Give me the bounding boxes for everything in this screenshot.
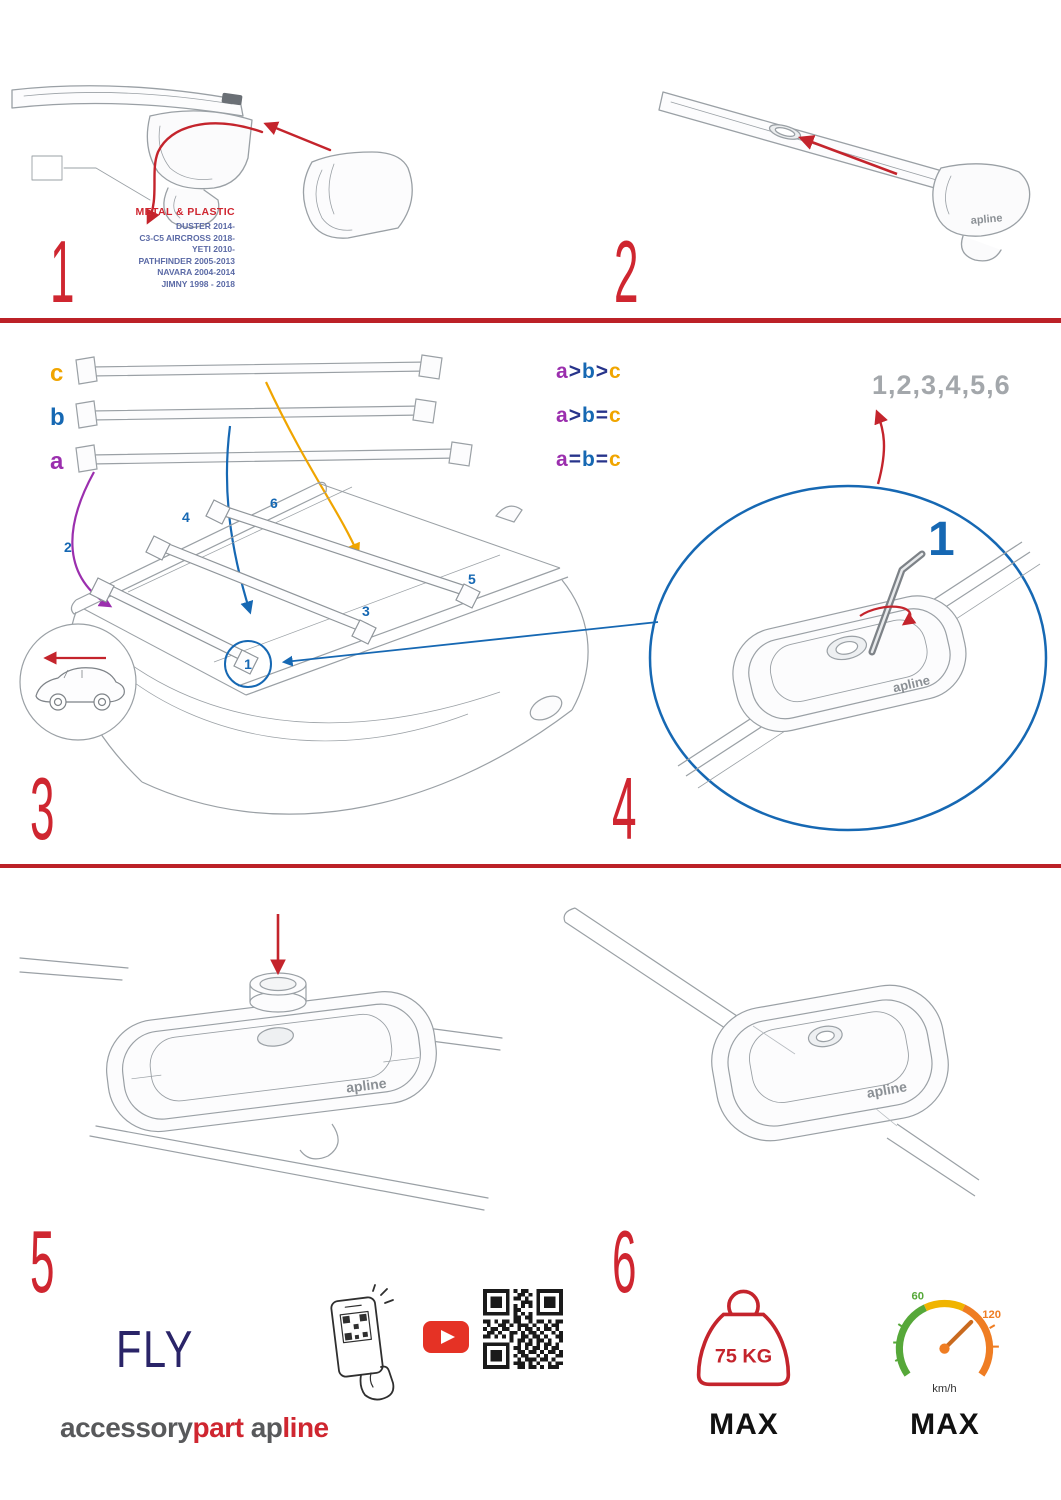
step-1-arrows bbox=[146, 121, 332, 225]
sequence-highlight: 1 bbox=[928, 513, 955, 566]
car-direction-inset bbox=[19, 623, 137, 741]
step-2-illustration: apline bbox=[658, 91, 1031, 262]
lock-knob bbox=[249, 972, 307, 1013]
bar-label-a: a bbox=[50, 448, 64, 475]
side-mirror bbox=[529, 695, 563, 721]
legend-row-1: a>b>c bbox=[556, 360, 622, 383]
section-divider bbox=[0, 864, 1061, 868]
step-1-text-block: METAL & PLASTIC DUSTER 2014- C3-C5 AIRCR… bbox=[95, 206, 235, 290]
product-name: FLY bbox=[116, 1321, 195, 1379]
model-line: NAVARA 2004-2014 bbox=[157, 267, 235, 277]
qr-code-svg bbox=[483, 1289, 563, 1369]
apline-logo-text: apline bbox=[865, 1078, 908, 1101]
material-label: METAL & PLASTIC bbox=[135, 206, 235, 218]
step-1-number: 1 bbox=[50, 222, 75, 321]
legend-row-2: a>b=c bbox=[556, 404, 622, 427]
step-4-illustration: apline bbox=[648, 409, 1048, 832]
mounted-foot: apline bbox=[711, 984, 949, 1142]
legend-row-3: a=b=c bbox=[556, 448, 622, 471]
model-line: JIMNY 1998 - 2018 bbox=[161, 278, 235, 289]
step-3-number: 3 bbox=[30, 759, 55, 858]
speed-unit-label: km/h bbox=[932, 1383, 956, 1395]
model-line: DUSTER 2014- bbox=[175, 221, 235, 231]
step-2-arrow bbox=[798, 135, 898, 176]
crossbar-set bbox=[75, 354, 473, 473]
roof-position-1-ring: 1 bbox=[224, 640, 272, 688]
foot-with-knob: apline bbox=[105, 991, 437, 1133]
allen-key-icon bbox=[868, 550, 926, 656]
bar-badge bbox=[221, 92, 243, 106]
sequence-arrow bbox=[874, 409, 888, 485]
youtube-icon bbox=[423, 1321, 469, 1353]
step-6-number: 6 bbox=[612, 1212, 637, 1311]
apline-logo-text: apline bbox=[970, 212, 1003, 227]
bar-label-c: c bbox=[50, 360, 64, 387]
step-3-illustration bbox=[19, 354, 659, 815]
roof-position-4: 4 bbox=[182, 509, 190, 525]
speedometer-icon: 60 120 km/h bbox=[893, 1290, 1001, 1395]
tightening-sequence: 1,2,3,4,5,6 bbox=[872, 370, 1011, 400]
weight-value: 75 KG bbox=[715, 1345, 772, 1367]
roof-position-6: 6 bbox=[270, 495, 278, 511]
step-1-illustration bbox=[11, 85, 413, 239]
roof-position-2: 2 bbox=[64, 539, 72, 555]
step-2-number: 2 bbox=[614, 222, 639, 321]
roof-position-5: 5 bbox=[468, 571, 476, 587]
step-5-number: 5 bbox=[30, 1212, 55, 1311]
zoom-circle bbox=[648, 484, 1048, 832]
step-5-illustration: apline bbox=[19, 914, 503, 1211]
bar-label-b: b bbox=[50, 404, 65, 431]
zoom-callout-line bbox=[281, 621, 659, 667]
weight-max-icon: 75 KG bbox=[696, 1289, 791, 1387]
weight-max-label: MAX bbox=[709, 1408, 779, 1441]
roof-position-1: 1 bbox=[244, 656, 252, 672]
guide-arrow-c bbox=[265, 381, 360, 557]
car-roof-view bbox=[69, 481, 589, 815]
speed-low-label: 60 bbox=[912, 1290, 925, 1302]
model-line: YETI 2010- bbox=[192, 244, 235, 254]
step-4-number: 4 bbox=[612, 759, 637, 858]
rotate-arrow bbox=[859, 605, 917, 626]
mounted-crossbars bbox=[89, 499, 481, 675]
model-line: C3-C5 AIRCROSS 2018- bbox=[139, 232, 235, 243]
bar-length-legend: a>b>c a>b=c a=b=c bbox=[556, 360, 622, 492]
speed-max-label: MAX bbox=[910, 1408, 980, 1441]
speed-high-label: 120 bbox=[982, 1309, 1001, 1321]
roof-position-3: 3 bbox=[362, 603, 370, 619]
apline-logo-text: apline bbox=[345, 1075, 387, 1096]
brand-logo: accessorypart apline bbox=[60, 1412, 329, 1443]
step-6-illustration: apline bbox=[563, 907, 980, 1197]
phone-scan-icon bbox=[330, 1284, 395, 1401]
model-line: PATHFINDER 2005-2013 bbox=[138, 255, 235, 266]
roof-foot-detail: apline bbox=[732, 595, 967, 733]
section-divider bbox=[0, 318, 1061, 323]
